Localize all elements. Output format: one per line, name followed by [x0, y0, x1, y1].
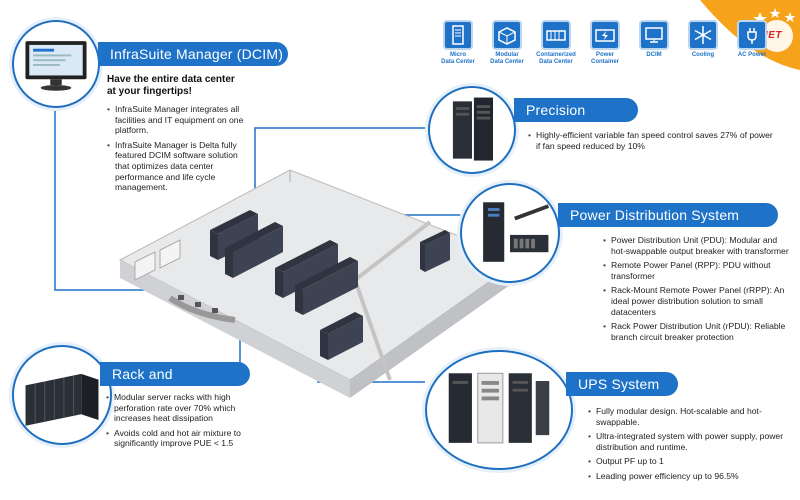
solution-ac-power[interactable]: AC Power — [734, 20, 770, 65]
ups-bullet: Output PF up to 1 — [588, 456, 788, 467]
pds-bullet: Remote Power Panel (RPP): PDU without tr… — [603, 260, 793, 281]
ups-title: UPS System — [566, 372, 678, 396]
cooling-bullets: Highly-efficient variable fan speed cont… — [528, 130, 773, 155]
monitor-icon — [639, 20, 669, 50]
plug-icon — [737, 20, 767, 50]
pds-title: Power Distribution System — [558, 203, 778, 227]
dcim-bullet: InfraSuite Manager is Delta fully featur… — [107, 140, 247, 193]
solution-dcim[interactable]: DCIM — [636, 20, 672, 65]
cooling-bullet: Highly-efficient variable fan speed cont… — [528, 130, 773, 151]
dcim-headline-line-2: at your fingertips! — [107, 86, 193, 97]
solution-modular-dc[interactable]: Modular Data Center — [489, 20, 525, 65]
icon-label: Modular Data Center — [490, 52, 524, 65]
rack-bullet: Modular server racks with high perforati… — [106, 392, 266, 424]
pds-bullet: Power Distribution Unit (PDU): Modular a… — [603, 235, 793, 256]
icon-label: Containerized Data Center — [536, 52, 576, 65]
icon-label: AC Power — [737, 52, 767, 58]
rack-bullets: Modular server racks with high perforati… — [106, 392, 266, 453]
ups-bullets: Fully modular design. Hot-scalable and h… — [588, 406, 788, 486]
dcim-monitor-image — [12, 20, 100, 108]
pdu-equipment-image — [460, 183, 560, 283]
rack-image — [12, 345, 112, 445]
cooling-unit-image — [428, 86, 516, 174]
rack-bullet: Avoids cold and hot air mixture to signi… — [106, 428, 266, 449]
dcim-headline: Have the entire data center at your fing… — [107, 74, 235, 98]
ups-equipment-image — [425, 350, 573, 470]
solution-cooling[interactable]: Cooling — [685, 20, 721, 65]
snowflake-icon — [688, 20, 718, 50]
data-center-illustration — [100, 150, 530, 440]
pds-bullet: Rack-Mount Remote Power Panel (rRPP): An… — [603, 285, 793, 317]
ups-bullet: Ultra-integrated system with power suppl… — [588, 431, 788, 452]
icon-label: Micro Data Center — [441, 52, 475, 65]
solutions-icon-strip: Micro Data Center Modular Data Center Co… — [440, 20, 770, 65]
container-icon — [541, 20, 571, 50]
solution-containerized-dc[interactable]: Containerized Data Center — [536, 20, 576, 65]
pds-bullet: Rack Power Distribution Unit (rPDU): Rel… — [603, 321, 793, 342]
rack-title: Rack and Accessories — [100, 362, 250, 406]
dcim-headline-line-1: Have the entire data center — [107, 74, 235, 85]
icon-label: DCIM — [646, 52, 662, 58]
power-container-icon — [590, 20, 620, 50]
solution-power-container[interactable]: Power Container — [587, 20, 623, 65]
ups-bullet: Leading power efficiency up to 96.5% — [588, 471, 788, 482]
dcim-bullet: InfraSuite Manager integrates all facili… — [107, 104, 247, 136]
dcim-bullets: InfraSuite Manager integrates all facili… — [107, 104, 247, 197]
dcim-title: InfraSuite Manager (DCIM) — [98, 42, 288, 66]
icon-label: Cooling — [691, 52, 715, 58]
icon-label: Power Container — [590, 52, 619, 65]
modular-dc-icon — [492, 20, 522, 50]
ups-bullet: Fully modular design. Hot-scalable and h… — [588, 406, 788, 427]
cooling-title: Precision Cooling — [514, 98, 638, 142]
pds-bullets: Power Distribution Unit (PDU): Modular a… — [603, 235, 793, 346]
server-cabinet-icon — [443, 20, 473, 50]
solution-micro-dc[interactable]: Micro Data Center — [440, 20, 476, 65]
